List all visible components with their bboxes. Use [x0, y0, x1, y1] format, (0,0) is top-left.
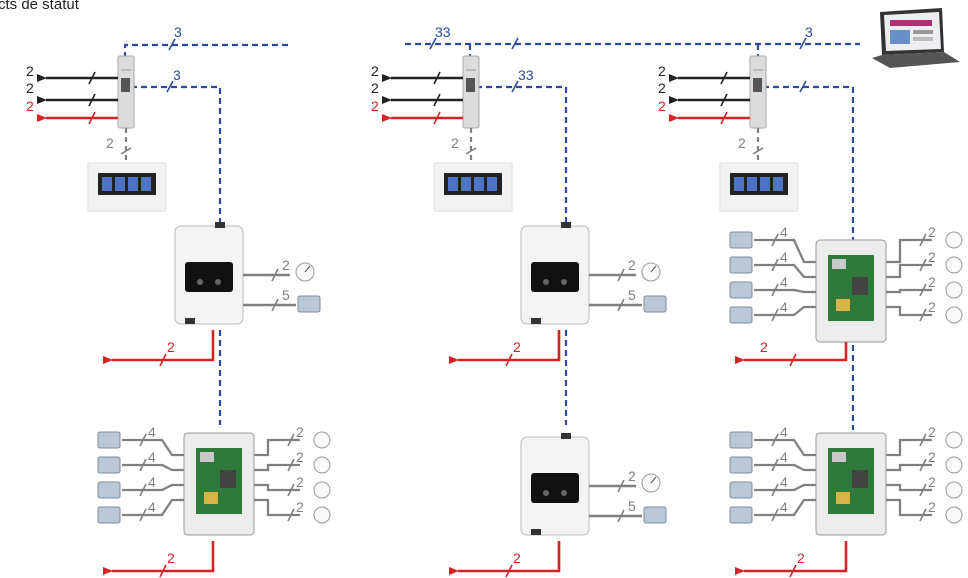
col3-io2-right-label: 2 — [928, 449, 936, 465]
bus-ticks — [166, 37, 807, 93]
col1-ctrl-output-arrow — [103, 330, 215, 364]
col3-io-output-label: 2 — [760, 339, 768, 355]
col3-din-module — [749, 55, 767, 129]
col3-io2-right-label: 2 — [928, 424, 936, 440]
col2-panel-label: 2 — [451, 135, 459, 151]
col3-io-right-label: 2 — [928, 224, 936, 240]
col3-io-left-label: 4 — [780, 224, 788, 240]
col2-ctrl-input-label: 5 — [628, 287, 636, 303]
col2-ctrl-input-label: 2 — [628, 257, 636, 273]
module-output-ticks — [88, 71, 728, 125]
gauge-icon — [295, 262, 315, 282]
module-output-arrows — [37, 74, 750, 122]
col1-ctrl-output-label: 2 — [167, 339, 175, 355]
col1-controller-inputs — [243, 273, 296, 307]
col2-ctrl2-input-label: 5 — [628, 498, 636, 514]
gauge-icon — [641, 473, 661, 493]
col1-output-label: 2 — [26, 63, 34, 79]
col3-io-right-label: 2 — [928, 299, 936, 315]
col2-ctrl2-input-label: 2 — [628, 468, 636, 484]
col1-din-module — [117, 55, 135, 129]
col3-io2-left-label: 4 — [780, 474, 788, 490]
col1-panel-label: 2 — [106, 135, 114, 151]
col3-io-box-lower — [815, 432, 887, 536]
col1-output-label: 2 — [26, 98, 34, 114]
col2-top-bus-label: 33 — [435, 24, 451, 40]
col2-din-module — [462, 55, 480, 129]
col1-io-box — [183, 432, 255, 536]
col1-io-left-label: 4 — [148, 474, 156, 490]
col3-io-right-label: 2 — [928, 249, 936, 265]
col2-bus-drop-label: 33 — [518, 67, 534, 83]
col3-io2-output-label: 2 — [797, 550, 805, 566]
col2-controller — [520, 222, 590, 325]
gauge-icon — [313, 431, 331, 524]
col3-panel-label: 2 — [738, 135, 746, 151]
damper-icon — [729, 231, 753, 324]
col1-io-output-arrow — [103, 541, 215, 575]
col1-ctrl-input-label: 2 — [282, 257, 290, 273]
col2-output-label: 2 — [371, 98, 379, 114]
damper-icon — [297, 295, 321, 313]
col1-controller — [174, 222, 244, 325]
col1-ctrl-input-label: 5 — [282, 287, 290, 303]
col1-io-right-label: 2 — [296, 499, 304, 515]
col3-io2-right-label: 2 — [928, 499, 936, 515]
col2-output-label: 2 — [371, 80, 379, 96]
col3-io-box — [815, 239, 887, 343]
col3-io-left-label: 4 — [780, 249, 788, 265]
col3-io2-left-label: 4 — [780, 499, 788, 515]
col2-ctrl-output-arrow — [449, 330, 561, 364]
col3-io2-output-arrow — [735, 541, 848, 575]
col1-io-output-label: 2 — [167, 550, 175, 566]
col3-io-right-label: 2 — [928, 274, 936, 290]
damper-icon — [97, 431, 121, 524]
gauge-icon — [945, 431, 963, 524]
col3-output-label: 2 — [658, 80, 666, 96]
col2-controller-lower — [520, 433, 590, 536]
col3-io-left-label: 4 — [780, 274, 788, 290]
gauge-icon — [945, 231, 963, 324]
bus-lines — [123, 42, 860, 430]
col1-io-right-label: 2 — [296, 474, 304, 490]
col2-ctrl2-output-arrow — [449, 541, 561, 575]
damper-icon — [643, 295, 667, 313]
col3-output-label: 2 — [658, 98, 666, 114]
laptop-icon — [872, 8, 960, 68]
damper-icon — [729, 431, 753, 524]
gauge-icon — [641, 262, 661, 282]
col1-io-right-label: 2 — [296, 424, 304, 440]
col1-io-left-label: 4 — [148, 424, 156, 440]
col3-io2-right-label: 2 — [928, 474, 936, 490]
col2-ctrl-output-label: 2 — [513, 339, 521, 355]
col2-output-label: 2 — [371, 63, 379, 79]
col1-io-left-label: 4 — [148, 449, 156, 465]
col1-io-right-label: 2 — [296, 449, 304, 465]
col1-bus-drop-label: 3 — [173, 67, 181, 83]
col2-ctrl2-output-label: 2 — [513, 550, 521, 566]
col2-touch-panel — [433, 162, 513, 212]
col3-io-output-arrow — [735, 342, 848, 364]
page-title: cts de statut — [0, 0, 79, 13]
col1-io-left-label: 4 — [148, 499, 156, 515]
col3-touch-panel — [719, 162, 799, 212]
col3-io2-left-label: 4 — [780, 424, 788, 440]
col3-top-bus-label: 3 — [805, 24, 813, 40]
col1-output-label: 2 — [26, 80, 34, 96]
damper-icon — [643, 506, 667, 524]
col1-top-bus-label: 3 — [174, 24, 182, 40]
col1-touch-panel — [87, 162, 167, 212]
panel-links — [124, 128, 760, 162]
col1-io-left-inputs — [122, 438, 300, 517]
col3-output-label: 2 — [658, 63, 666, 79]
col3-io2-left-label: 4 — [780, 449, 788, 465]
col3-io-left-label: 4 — [780, 299, 788, 315]
